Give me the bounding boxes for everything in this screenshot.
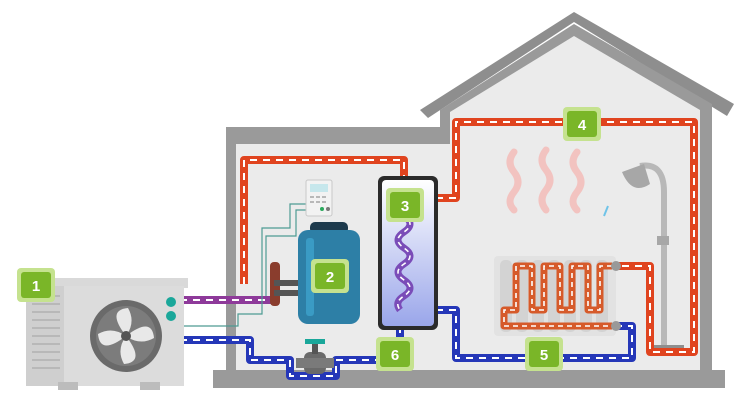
refrigerant-pipe — [180, 296, 276, 304]
badge-2: 2 — [311, 259, 349, 293]
badge-1-label: 1 — [32, 278, 40, 295]
outdoor-unit — [22, 278, 188, 390]
badge-6-label: 6 — [391, 347, 399, 364]
hot-water-pipe — [240, 118, 698, 356]
badge-5-label: 5 — [540, 347, 548, 364]
heat-waves-icon — [506, 146, 585, 214]
badge-3: 3 — [386, 188, 424, 222]
ground — [213, 370, 725, 388]
badge-6: 6 — [376, 337, 414, 371]
house — [213, 12, 734, 388]
radiator — [494, 256, 621, 336]
thermostat-icon — [305, 179, 333, 217]
badge-5: 5 — [525, 337, 563, 371]
valve-icon — [296, 339, 334, 374]
badge-3-label: 3 — [401, 198, 409, 215]
badge-1: 1 — [17, 268, 55, 302]
badge-4: 4 — [563, 107, 601, 141]
badge-2-label: 2 — [326, 269, 334, 286]
shower-icon — [603, 162, 684, 352]
control-wires — [176, 203, 306, 327]
badge-4-label: 4 — [578, 117, 587, 134]
